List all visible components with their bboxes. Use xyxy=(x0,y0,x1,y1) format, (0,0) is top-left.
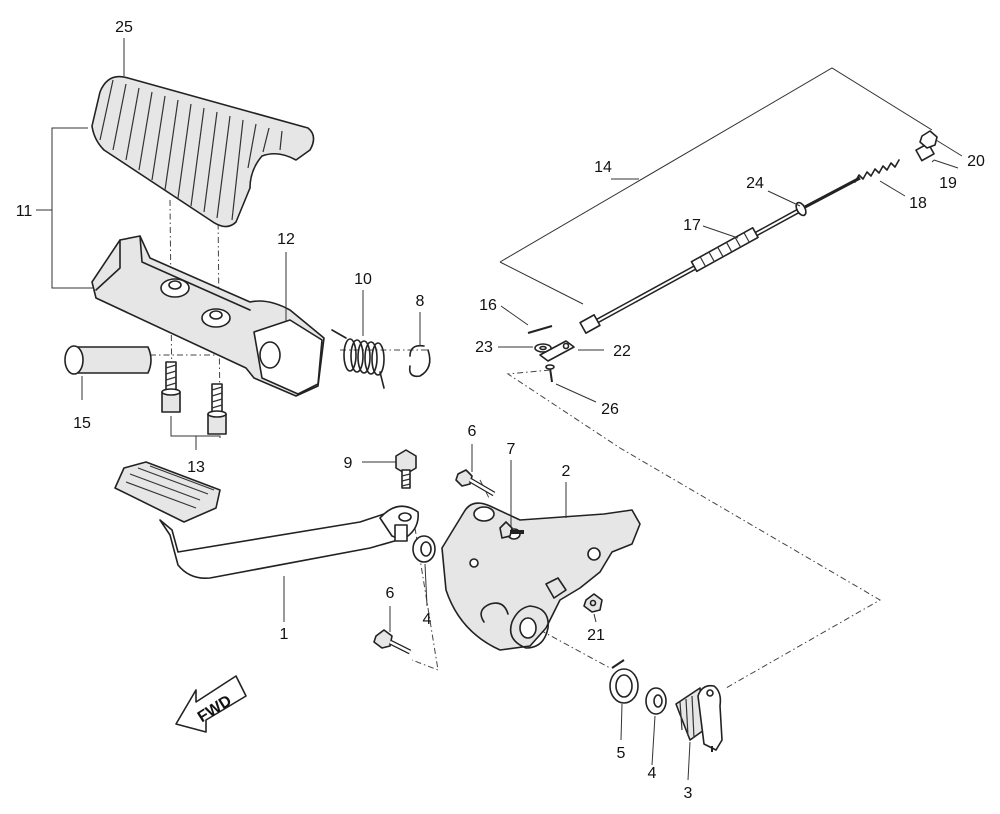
callout-19: 19 xyxy=(939,175,957,192)
callout-labels: 25 11 12 10 8 15 13 1 9 6 7 2 6 4 21 5 4… xyxy=(16,19,985,802)
bolt-7 xyxy=(499,521,524,539)
callout-18: 18 xyxy=(909,195,927,212)
callout-22: 22 xyxy=(613,343,631,360)
footpeg-rubber xyxy=(91,75,315,228)
callout-23: 23 xyxy=(475,339,493,356)
e-clip xyxy=(408,344,431,378)
callout-6-upper: 6 xyxy=(468,423,477,440)
forward-direction-arrow: FWD xyxy=(175,675,247,733)
callout-1: 1 xyxy=(280,626,289,643)
callout-11: 11 xyxy=(16,203,33,220)
callout-9: 9 xyxy=(344,455,353,472)
callout-4-upper: 4 xyxy=(423,611,432,628)
callout-13: 13 xyxy=(187,459,205,476)
callout-25: 25 xyxy=(115,19,133,36)
footpeg-bolts xyxy=(161,361,227,435)
callout-8: 8 xyxy=(416,293,425,310)
pedal-bracket xyxy=(441,502,641,651)
callout-2: 2 xyxy=(562,463,571,480)
callout-5: 5 xyxy=(617,745,626,762)
callout-3: 3 xyxy=(684,785,693,802)
brake-shaft-3 xyxy=(675,684,723,752)
nut-21 xyxy=(583,593,603,613)
bolt-6-upper xyxy=(455,469,496,497)
washer-4-lower xyxy=(645,687,667,715)
callout-17: 17 xyxy=(683,217,701,234)
footpeg-body xyxy=(91,235,325,397)
brake-cable xyxy=(579,130,938,334)
callout-10: 10 xyxy=(354,271,372,288)
callout-26: 26 xyxy=(601,401,619,418)
bolt-9 xyxy=(395,449,417,489)
footpeg-spring xyxy=(331,329,385,389)
leader-lines xyxy=(36,38,963,781)
callout-7: 7 xyxy=(507,441,516,458)
cable-assembly-bracket xyxy=(499,67,933,305)
callout-6-lower: 6 xyxy=(386,585,395,602)
return-spring-5 xyxy=(609,659,639,704)
washer-4-upper xyxy=(412,535,436,563)
cable-nut-20 xyxy=(919,130,938,149)
brake-pedal xyxy=(114,461,419,580)
cable-link-parts xyxy=(527,325,575,383)
callout-14: 14 xyxy=(594,159,612,176)
callout-16: 16 xyxy=(479,297,497,314)
callout-20: 20 xyxy=(967,153,985,170)
bolt-6-lower xyxy=(373,629,412,655)
callout-15: 15 xyxy=(73,415,91,432)
footpeg-pin xyxy=(64,345,152,375)
callout-24: 24 xyxy=(746,175,764,192)
callout-21: 21 xyxy=(587,627,605,644)
callout-12: 12 xyxy=(277,231,295,248)
callout-4-lower: 4 xyxy=(648,765,657,782)
